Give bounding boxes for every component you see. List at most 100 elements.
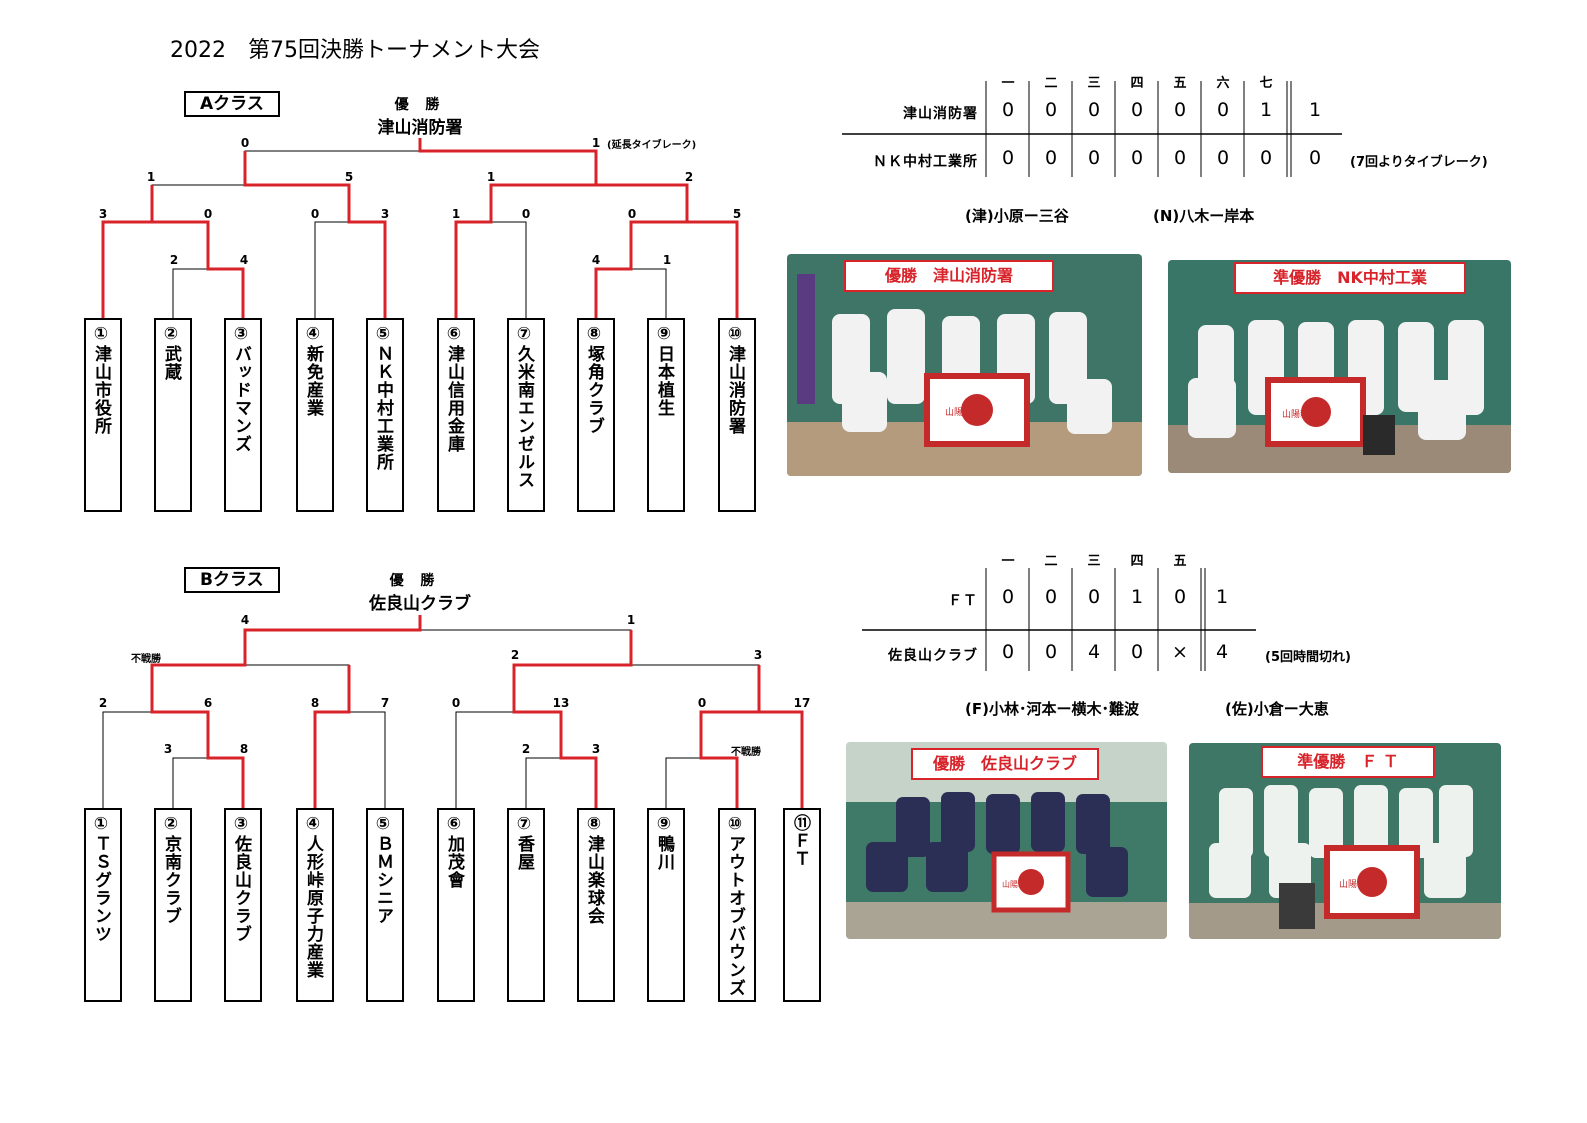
scoreboard-a-pitchers-left: (津)小原ー三谷 xyxy=(965,205,1069,226)
b-path-4 xyxy=(315,665,349,808)
a-team-box: ⑦久米南エンゼルス xyxy=(507,318,545,512)
b-score-semi-r-left: 2 xyxy=(503,648,527,662)
b-score-r1b-left: 2 xyxy=(514,742,538,756)
a-team-box: ⑨日本植生 xyxy=(647,318,685,512)
b-score-r1a-right: 8 xyxy=(232,742,256,756)
inning-header: 七 xyxy=(1246,72,1286,91)
a-score-q1-left: 3 xyxy=(91,207,115,221)
b-team-box: ④人形峠原子力産業 xyxy=(296,808,334,1002)
a-score-q3-right: 0 xyxy=(514,207,538,221)
class-a-label: Aクラス xyxy=(184,91,280,117)
scoreboard-team-name: ＮＫ中村工業所 xyxy=(838,151,978,171)
b-q1-black xyxy=(103,712,208,808)
b-team-box: ②京南クラブ xyxy=(154,808,192,1002)
b-team-name: ⑥加茂會 xyxy=(439,810,473,889)
svg-text:山陽新聞: 山陽新聞 xyxy=(1282,408,1318,420)
inning-header: 一 xyxy=(988,72,1028,91)
inning-header: 二 xyxy=(1031,550,1071,569)
a-path-8 xyxy=(596,222,687,318)
scoreboard-team-name: ＦＴ xyxy=(838,590,978,610)
inning-score: 0 xyxy=(1074,586,1114,608)
a-path-10 xyxy=(420,138,737,318)
scoreboard-b-pitchers-right: (佐)小倉ー大恵 xyxy=(1225,698,1329,719)
a-score-r1b-left: 4 xyxy=(584,253,608,267)
class-a-champion-name: 津山消防署 xyxy=(340,113,500,138)
inning-score: 0 xyxy=(1160,586,1200,608)
b-team-name: ⑤ＢＭシニア xyxy=(368,810,402,925)
b-score-q3-right: 13 xyxy=(549,696,573,710)
inning-header: 二 xyxy=(1031,72,1071,91)
a-score-q2-right: 3 xyxy=(373,207,397,221)
inning-header: 三 xyxy=(1074,550,1114,569)
inning-score: 0 xyxy=(1117,147,1157,169)
b-team-box: ⑩アウトオブバウンズ xyxy=(718,808,756,1002)
scoreboard-a-pitchers-right: (N)八木ー岸本 xyxy=(1153,205,1254,226)
inning-header: 四 xyxy=(1117,72,1157,91)
inning-score: 0 xyxy=(1031,586,1071,608)
inning-score: 0 xyxy=(1160,99,1200,121)
class-b-label: Bクラス xyxy=(184,567,280,593)
inning-header: 一 xyxy=(988,550,1028,569)
b-score-q4-left: 0 xyxy=(690,696,714,710)
b-team-box: ③佐良山クラブ xyxy=(224,808,262,1002)
b-score-q1-right: 6 xyxy=(196,696,220,710)
inning-header: 六 xyxy=(1203,72,1243,91)
b-team-box: ⑥加茂會 xyxy=(437,808,475,1002)
b-r1a-black xyxy=(173,758,243,808)
inning-header: 四 xyxy=(1117,550,1157,569)
a-team-box: ③バッドマンズ xyxy=(224,318,262,512)
scoreboard-b-pitchers-left: (F)小林･河本ー横木･難波 xyxy=(965,698,1139,719)
a-team-name: ⑨日本植生 xyxy=(649,320,683,417)
b-team-name: ⑩アウトオブバウンズ xyxy=(720,810,754,997)
b-score-q2-left: 8 xyxy=(303,696,327,710)
inning-header: 五 xyxy=(1160,72,1200,91)
a-score-r1b-right: 1 xyxy=(655,253,679,267)
b-team-name: ⑪ＦＴ xyxy=(785,810,819,868)
inning-score: 1 xyxy=(1117,586,1157,608)
inning-header: 五 xyxy=(1160,550,1200,569)
svg-text:山陽新聞: 山陽新聞 xyxy=(1339,878,1375,890)
total-score: 1 xyxy=(1295,99,1335,121)
b-r1b-black xyxy=(526,758,596,808)
a-r1b-black xyxy=(596,269,666,318)
inning-score: 0 xyxy=(1031,99,1071,121)
banner-a-runner-up: 準優勝 NK中村工業 xyxy=(1234,262,1466,294)
b-team-box: ⑪ＦＴ xyxy=(783,808,821,1002)
class-a-final-note: (延長タイブレーク) xyxy=(607,136,696,151)
b-default-win-2: 不戦勝 xyxy=(731,743,761,758)
inning-score: 0 xyxy=(1117,99,1157,121)
a-score-q3-left: 1 xyxy=(444,207,468,221)
a-score-r1a-left: 2 xyxy=(162,253,186,267)
inning-score: 0 xyxy=(988,641,1028,663)
a-score-semi-r-right: 2 xyxy=(677,170,701,184)
b-team-box: ⑧津山楽球会 xyxy=(577,808,615,1002)
inning-score: 0 xyxy=(988,99,1028,121)
inning-score: 0 xyxy=(1160,147,1200,169)
a-team-name: ⑦久米南エンゼルス xyxy=(509,320,543,489)
inning-score: 0 xyxy=(1203,99,1243,121)
a-team-box: ⑥津山信用金庫 xyxy=(437,318,475,512)
a-team-name: ⑤ＮＫ中村工業所 xyxy=(368,320,402,471)
class-a-champion-label: 優 勝 xyxy=(350,94,490,114)
banner-a-winner: 優勝 津山消防署 xyxy=(844,260,1054,292)
b-score-q3-left: 0 xyxy=(444,696,468,710)
a-team-name: ④新免産業 xyxy=(298,320,332,417)
a-team-name: ②武蔵 xyxy=(156,320,190,381)
a-team-box: ②武蔵 xyxy=(154,318,192,512)
inning-score: 0 xyxy=(1031,641,1071,663)
b-team-box: ⑦香屋 xyxy=(507,808,545,1002)
a-team-name: ⑩津山消防署 xyxy=(720,320,754,435)
photo-b-runner-up: 山陽新聞 準優勝 Ｆ Ｔ xyxy=(1189,743,1501,939)
banner-b-winner: 優勝 佐良山クラブ xyxy=(911,748,1099,780)
a-path-1 xyxy=(103,222,152,318)
inning-score: 1 xyxy=(1246,99,1286,121)
page-title: 2022 第75回決勝トーナメント大会 xyxy=(170,32,540,64)
inning-score: 0 xyxy=(1203,147,1243,169)
inning-score: 0 xyxy=(1246,147,1286,169)
b-team-name: ③佐良山クラブ xyxy=(226,810,260,943)
a-team-box: ④新免産業 xyxy=(296,318,334,512)
total-score: 0 xyxy=(1295,147,1335,169)
b-q2-black xyxy=(315,712,385,808)
b-team-name: ⑧津山楽球会 xyxy=(579,810,613,925)
b-score-q4-right: 17 xyxy=(790,696,814,710)
